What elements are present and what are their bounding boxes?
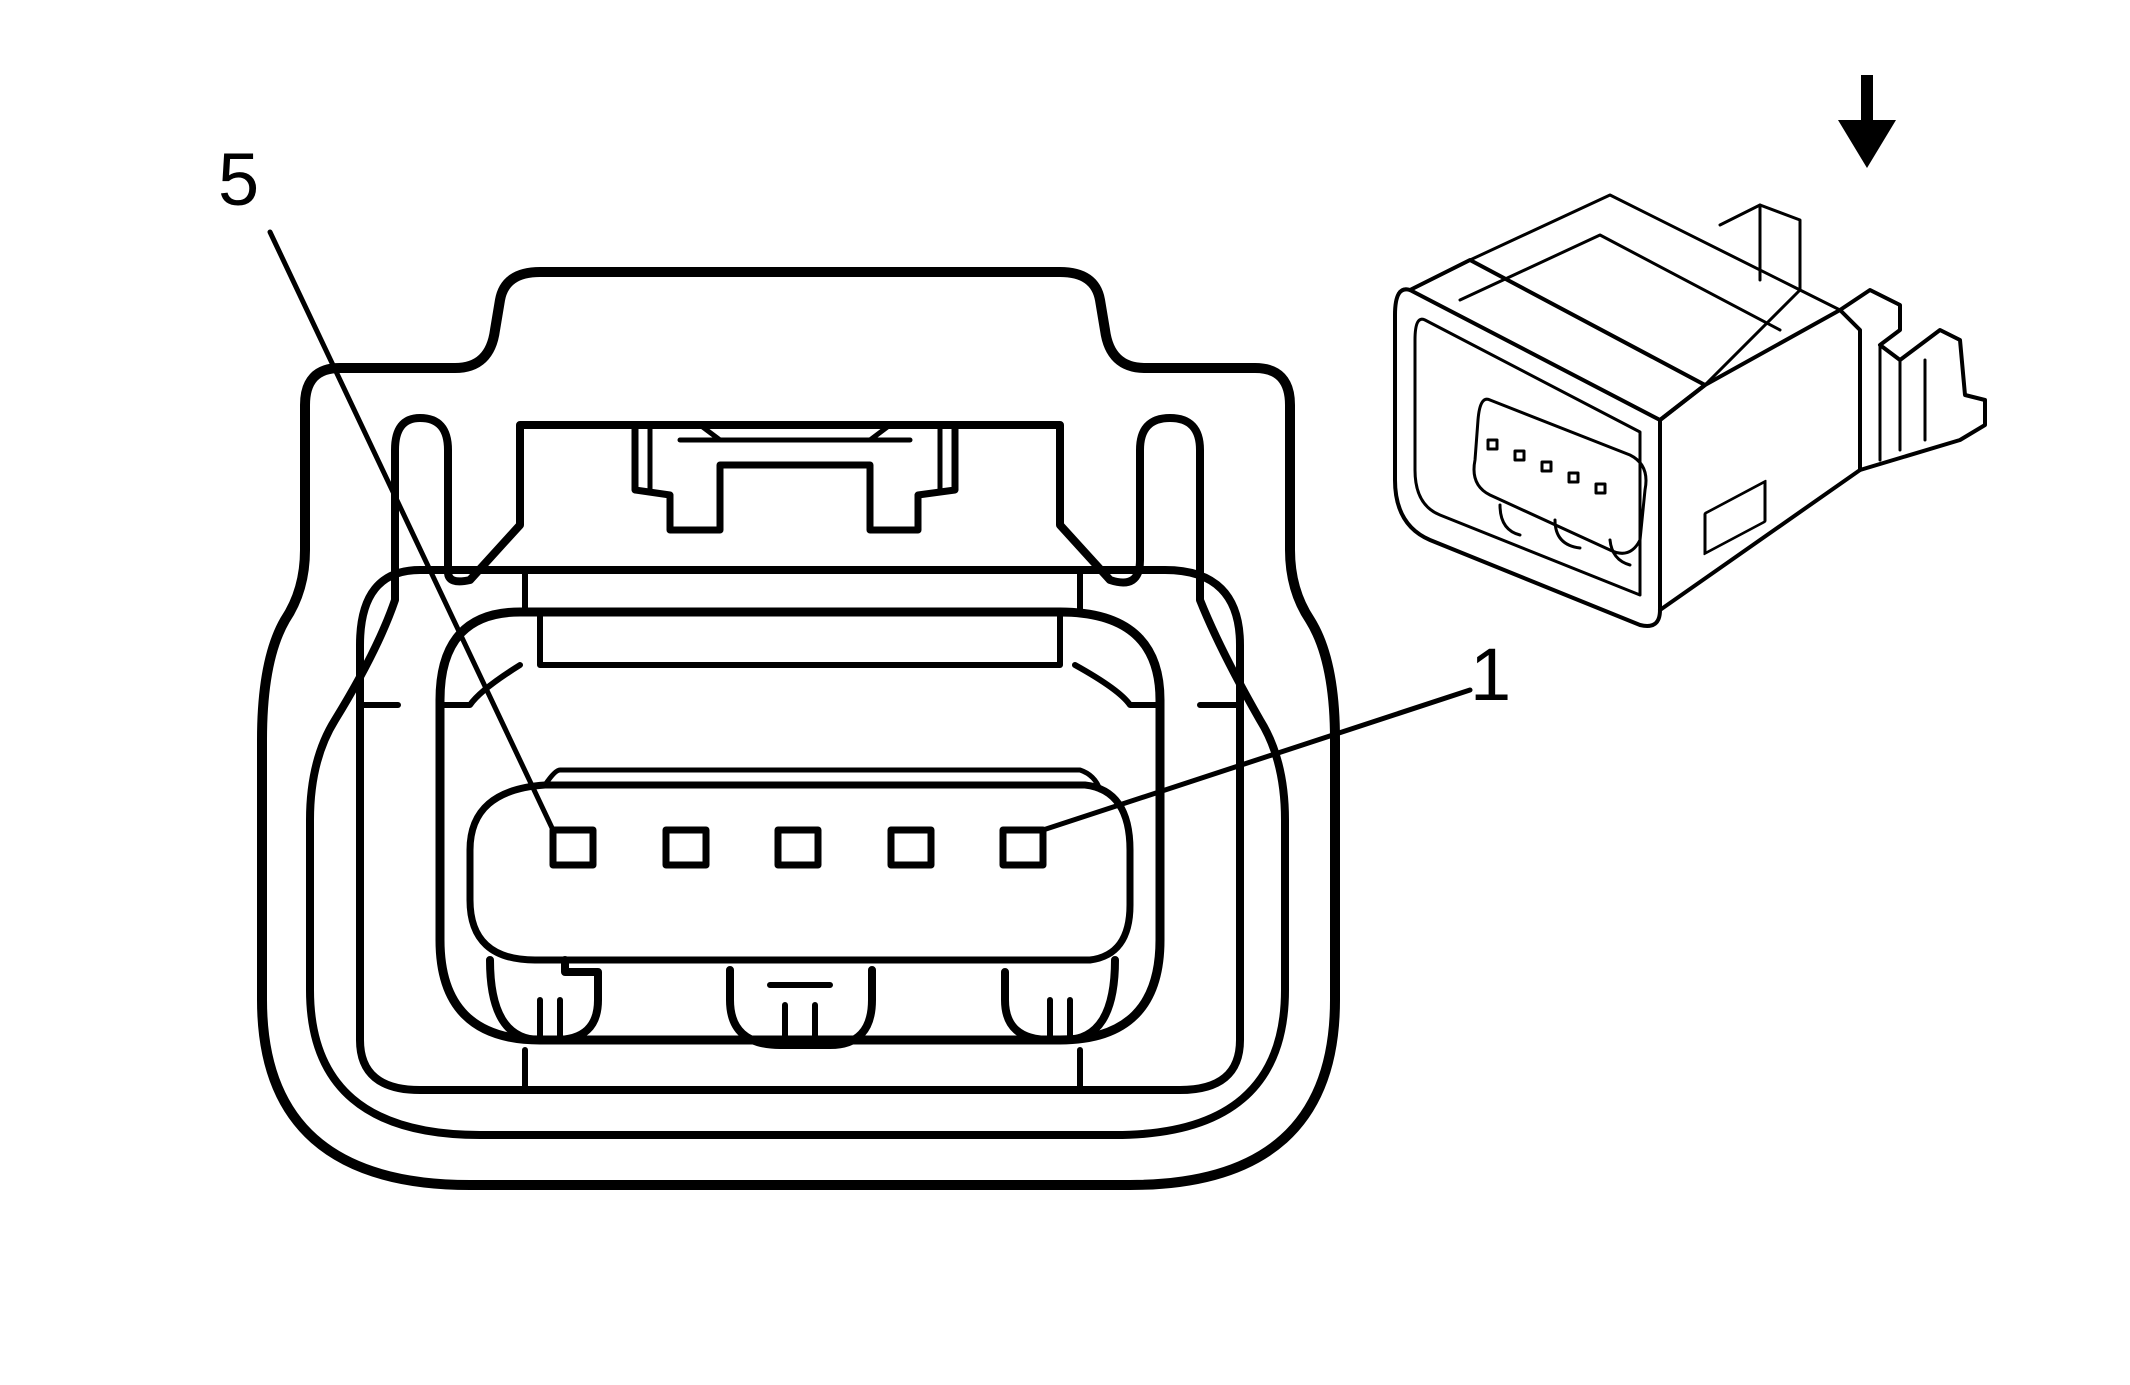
callout-leader-1 (1040, 687, 1473, 833)
housing-inner-wall (306, 414, 1289, 1139)
locking-tab (631, 421, 959, 534)
callout-label-1: 1 (1470, 633, 1511, 716)
pin-4-terminal (662, 826, 710, 869)
pin-3-terminal (774, 826, 822, 869)
callout-label-5: 5 (218, 138, 259, 221)
pin-2-terminal (887, 826, 935, 869)
terminal-insert (466, 781, 1134, 964)
down-arrow-icon (1838, 75, 1896, 168)
keying-lobes (486, 956, 1119, 1049)
callout-leader-5 (267, 229, 556, 833)
housing-outer-outline (257, 267, 1340, 1190)
mating-shroud (356, 566, 1244, 1094)
pin-1-terminal (999, 826, 1047, 869)
connector-isometric-view (1393, 193, 1987, 628)
pin-terminals (549, 826, 1047, 869)
pin-5-terminal (549, 826, 597, 869)
connector-face-view: 5 1 (218, 138, 1511, 1190)
